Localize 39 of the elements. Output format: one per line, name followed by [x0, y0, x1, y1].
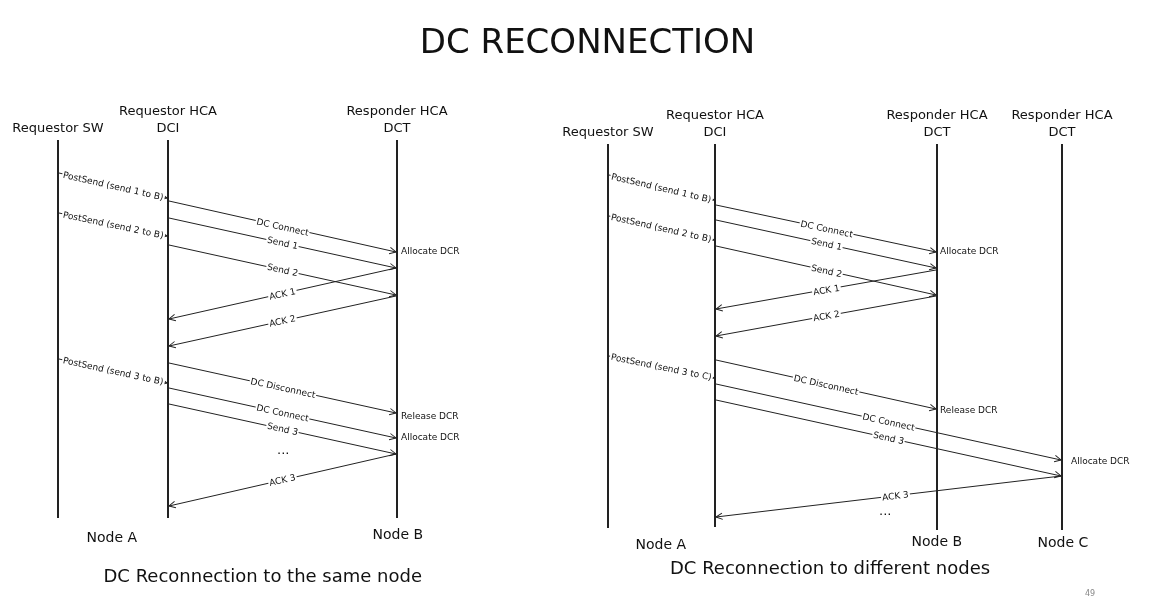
diagram-title: DC RECONNECTION	[419, 20, 756, 63]
lifeline-heading: Requestor SW	[561, 123, 655, 140]
state-note: Allocate DCR	[940, 245, 999, 257]
edge-label: ACK 3	[880, 489, 911, 503]
edge-label: Send 1	[265, 234, 300, 252]
lifeline-heading: Requestor HCA DCI	[118, 102, 218, 136]
diagram-caption: DC Reconnection to different nodes	[670, 555, 991, 579]
lifeline-heading: Requestor HCA DCI	[665, 106, 765, 140]
edge-label: Send 1	[808, 235, 844, 253]
lifeline-heading: Requestor SW	[11, 119, 105, 136]
edge-label: Send 2	[265, 261, 300, 279]
state-note: Allocate DCR	[401, 245, 460, 257]
page-number: 49	[1085, 589, 1096, 599]
state-note: Allocate DCR	[1071, 455, 1130, 467]
node-caption: Node C	[1037, 533, 1089, 551]
lifeline-heading: Responder HCA DCT	[885, 106, 989, 140]
edge-label: ACK 2	[810, 308, 841, 324]
edge-label: Send 3	[871, 429, 906, 447]
edge-label: ACK 2	[267, 313, 298, 329]
node-caption: Node A	[86, 528, 138, 546]
state-note: Allocate DCR	[401, 431, 460, 443]
edge-label: ACK 3	[267, 471, 298, 489]
ellipsis: ...	[277, 442, 290, 458]
edge-label: Send 2	[808, 262, 844, 279]
edge-label: Send 3	[265, 420, 300, 438]
state-note: Release DCR	[940, 404, 998, 416]
edge-label: ACK 1	[267, 285, 298, 302]
edge-label: ACK 1	[810, 282, 841, 297]
state-note: Release DCR	[401, 410, 459, 422]
message-arrow	[715, 399, 1062, 479]
lifeline-heading: Responder HCA DCT	[345, 102, 449, 136]
node-caption: Node B	[911, 532, 963, 550]
ellipsis: ...	[879, 503, 892, 519]
node-caption: Node A	[635, 535, 687, 553]
message-arrow	[715, 475, 1062, 520]
diagram-caption: DC Reconnection to the same node	[103, 563, 423, 587]
edge-label: PostSend (send 3 to B)	[60, 354, 165, 388]
node-caption: Node B	[372, 525, 424, 543]
lifeline-heading: Responder HCA DCT	[1010, 106, 1114, 140]
